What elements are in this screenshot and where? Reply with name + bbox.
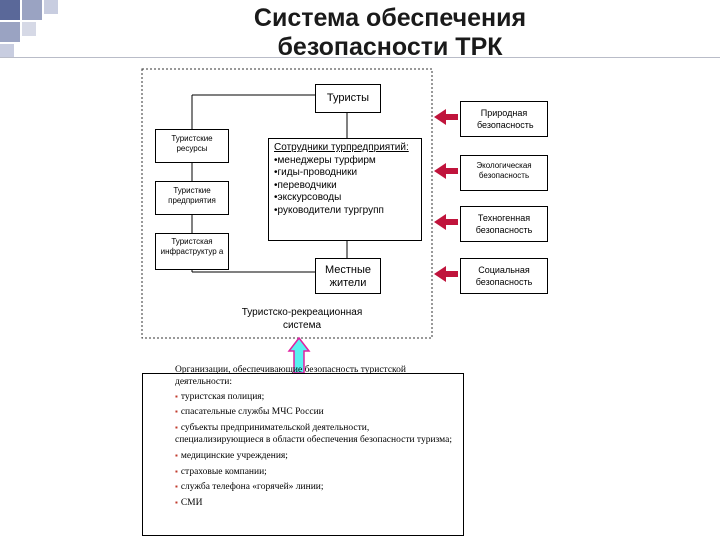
organization-item: спасательные службы МЧС России	[175, 406, 455, 419]
arrow-natural	[434, 109, 458, 125]
safety-ecological-label: Экологическая безопасность	[476, 161, 532, 180]
organizations-list: туристская полиция; спасательные службы …	[175, 391, 455, 510]
system-boundary	[141, 68, 433, 339]
organization-item: туристская полиция;	[175, 391, 455, 404]
node-enterprises: Туристкие предприятия	[155, 181, 229, 215]
node-infrastructure: Туристская инфраструктур а	[155, 233, 229, 270]
arrow-technogenic	[434, 214, 458, 230]
node-tourists-label: Туристы	[326, 92, 370, 104]
organization-item: медицинские учреждения;	[175, 450, 455, 463]
safety-social: Социальная безопасность	[460, 258, 548, 294]
safety-natural-label: Природная безопасность	[477, 108, 534, 130]
employee-item: •менеджеры турфирм	[274, 154, 376, 166]
organization-item-text: спасательные службы МЧС России	[180, 407, 324, 418]
node-resources: Туристские ресурсы	[155, 129, 229, 163]
organization-item-text: туристская полиция;	[180, 391, 265, 402]
safety-technogenic-label: Техногенная безопасность	[475, 213, 533, 235]
safety-social-label: Социальная безопасность	[475, 265, 533, 287]
node-resources-label: Туристские ресурсы	[171, 134, 213, 153]
node-tourists: Туристы	[315, 84, 381, 113]
organization-item-text: страховые компании;	[180, 466, 267, 477]
organization-item-text: медицинские учреждения;	[180, 450, 288, 461]
safety-ecological: Экологическая безопасность	[460, 155, 548, 191]
decor-square-4	[0, 22, 20, 42]
organization-item: страховые компании;	[175, 466, 455, 479]
safety-natural: Природная безопасность	[460, 101, 548, 137]
arrow-ecological	[434, 163, 458, 179]
node-enterprises-label: Туристкие предприятия	[168, 186, 216, 205]
node-locals: Местные жители	[315, 258, 381, 294]
organizations-panel: Организации, обеспечивающие безопасность…	[142, 365, 464, 536]
organization-item: служба телефона «горячей» линии;	[175, 481, 455, 494]
organization-item-text: субъекты предпринимательской деятельност…	[175, 423, 452, 445]
organization-item: СМИ	[175, 497, 455, 510]
decor-square-3	[44, 0, 58, 14]
decor-square-2	[22, 0, 42, 20]
employees-title: Сотрудники турпредприятий:	[274, 142, 409, 153]
employee-item: •руководители тургрупп	[274, 204, 384, 216]
organization-item-text: служба телефона «горячей» линии;	[180, 482, 324, 493]
employee-item: •гиды-проводники	[274, 167, 358, 178]
node-infrastructure-label: Туристская инфраструктур а	[160, 237, 224, 256]
organization-item-text: СМИ	[180, 498, 203, 509]
title-line-2: безопасности ТРК	[277, 33, 503, 61]
system-label: Туристско-рекреационная система	[222, 307, 382, 332]
decor-square-5	[22, 22, 36, 36]
safety-technogenic: Техногенная безопасность	[460, 206, 548, 242]
organizations-title: Организации, обеспечивающие безопасность…	[175, 365, 407, 387]
slide-title: Система обеспечения безопасности ТРК	[130, 4, 650, 62]
organization-item: субъекты предпринимательской деятельност…	[175, 422, 455, 447]
employee-item: •переводчики	[274, 179, 337, 191]
title-line-1: Система обеспечения	[253, 4, 527, 32]
system-label-text: Туристско-рекреационная система	[241, 307, 363, 331]
node-locals-label: Местные жители	[324, 264, 372, 289]
employee-item: •экскурсоводы	[274, 192, 342, 203]
decor-square-1	[0, 0, 20, 20]
arrow-social	[434, 266, 458, 282]
decor-square-6	[0, 44, 14, 58]
title-rule	[0, 57, 720, 58]
node-employees: Сотрудники турпредприятий: •менеджеры ту…	[268, 138, 422, 241]
